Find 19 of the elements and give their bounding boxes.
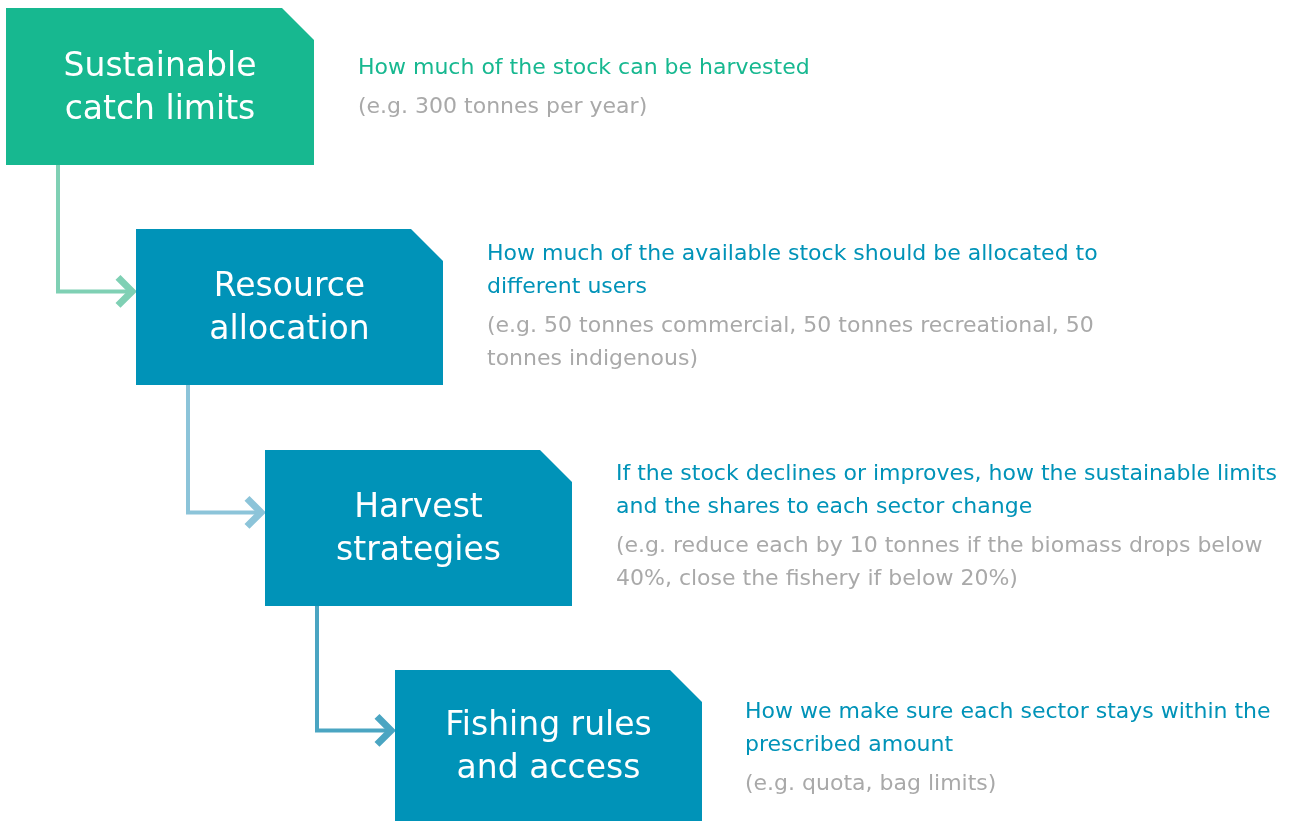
example-text: (e.g. 50 tonnes commercial, 50 tonnes recreational, 50 tonnes indigenous)	[487, 311, 1095, 372]
connector-arrow	[186, 385, 265, 530]
connector-arrow	[315, 606, 395, 748]
description-text: How much of the available stock should be allocated to different users	[487, 239, 1099, 300]
process-box	[265, 450, 572, 606]
box-title: Sustainable catch limits	[62, 43, 258, 129]
description-text: How we make sure each sector stays within the prescribed amount	[745, 697, 1272, 758]
process-box	[136, 229, 443, 385]
box-title: Harvest strategies	[335, 485, 502, 570]
example-text: (e.g. reduce each by 10 tonnes if the biomass drops below 40%, close the fishery if below 20%)	[616, 531, 1264, 592]
process-box	[6, 8, 314, 165]
description-text: If the stock declines or improves, how the sustainable limits and the shares to each sector change	[616, 459, 1278, 520]
example-text: (e.g. quota, bag limits)	[745, 769, 998, 797]
example-text: (e.g. 300 tonnes per year)	[358, 92, 649, 120]
description-text: How much of the stock can be harvested	[358, 53, 811, 81]
box-title: Resource allocation	[208, 264, 371, 349]
box-title: Fishing rules and access	[444, 702, 653, 788]
connector-arrow	[56, 165, 136, 309]
process-box	[395, 670, 702, 821]
